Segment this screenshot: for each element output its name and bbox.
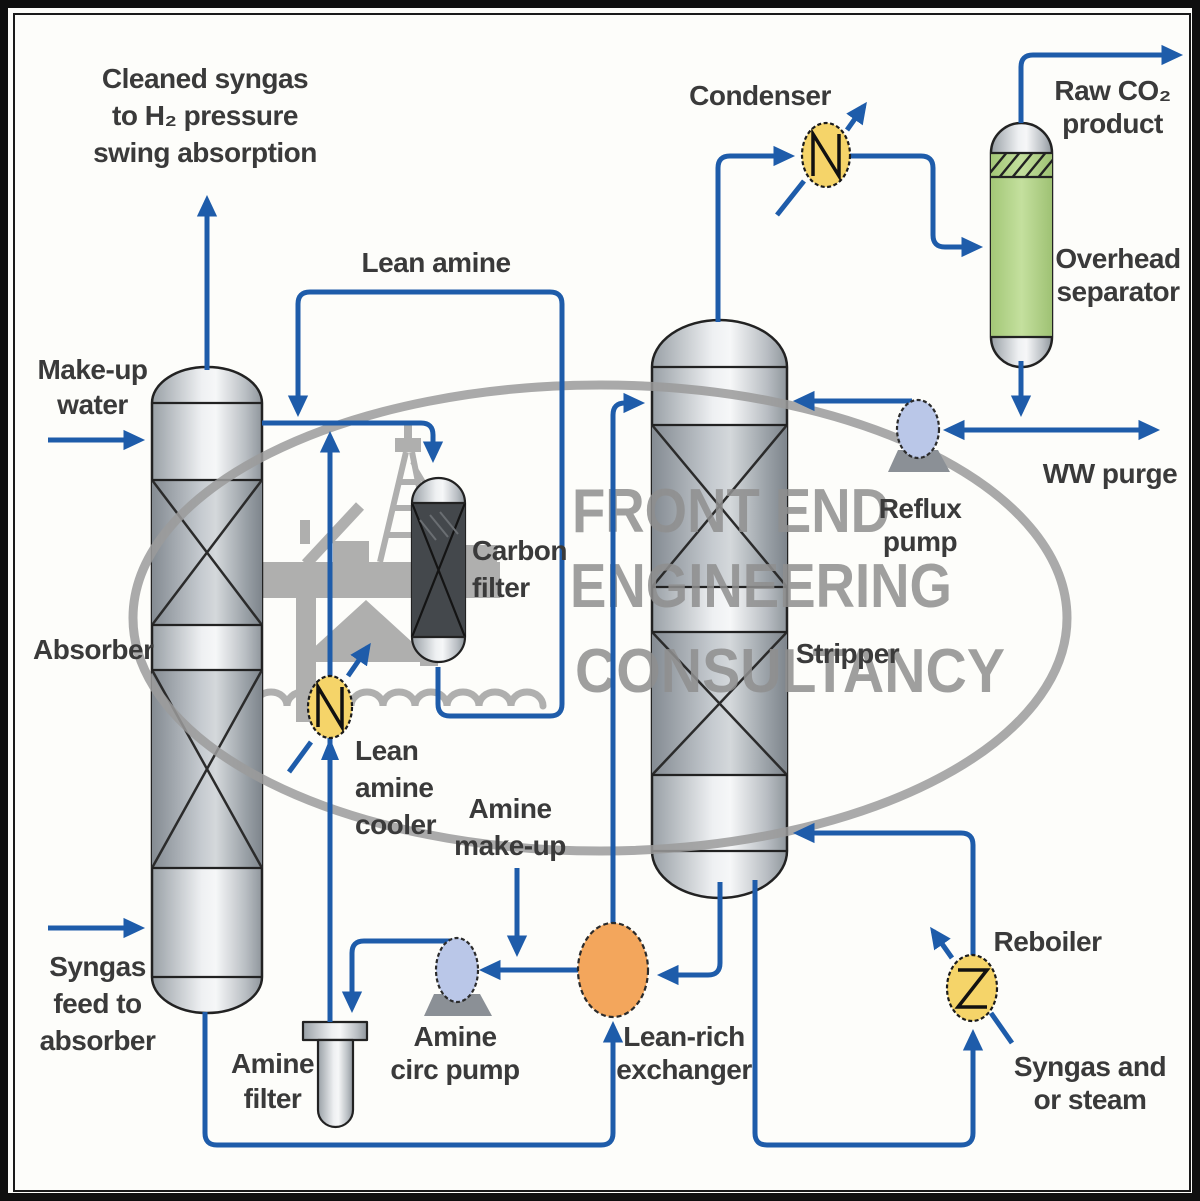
piping bbox=[48, 44, 1184, 1148]
rig-superstructure bbox=[333, 541, 369, 564]
absorber-vessel bbox=[150, 365, 264, 1015]
pipe-condenser-outlet bbox=[850, 153, 984, 258]
watermark-text-3: CONSULTANCY bbox=[575, 637, 1005, 706]
label-reflux-pump: Reflux pump bbox=[878, 493, 962, 557]
label-lean-amine: Lean amine bbox=[361, 247, 511, 278]
carbon-filter-lines bbox=[412, 501, 465, 639]
pipe-cooler-utility-out bbox=[345, 642, 371, 678]
amine-circ-pump-shape bbox=[424, 936, 492, 1016]
watermark-text-2: ENGINEERING bbox=[570, 552, 952, 621]
pipe-rich-amine bbox=[202, 1012, 624, 1148]
stripper-packing-x bbox=[651, 424, 788, 776]
carbon-filter-hatch bbox=[419, 511, 459, 541]
label-amine-filter: Amine filter bbox=[230, 1048, 315, 1114]
pipe-to-reboiler bbox=[752, 880, 984, 1148]
pipe-lean-to-exchanger bbox=[656, 882, 723, 986]
pipe-reboiler-utility-in bbox=[988, 1011, 1015, 1045]
pipe-reboiler-utility-out bbox=[930, 926, 955, 960]
stripper-vessel bbox=[650, 318, 789, 900]
pipe-condenser-utility-out bbox=[844, 101, 867, 132]
label-raw-co2: Raw CO₂ product bbox=[1054, 75, 1171, 139]
label-lean-amine-cooler: Lean amine cooler bbox=[355, 735, 437, 840]
label-absorber: Absorber bbox=[33, 634, 154, 665]
label-stripper: Stripper bbox=[795, 638, 900, 669]
pipe-cooler-utility-in bbox=[286, 740, 314, 774]
label-cleaned-syngas: Cleaned syngas to H₂ pressure swing abso… bbox=[93, 63, 317, 168]
rig-crown-block bbox=[395, 438, 421, 452]
amine-filter-vessel bbox=[301, 1020, 369, 1129]
label-overhead-separator: Overhead separator bbox=[1055, 243, 1181, 307]
separator-demister-hatch bbox=[991, 153, 1052, 177]
separator-liquid bbox=[991, 177, 1052, 337]
pipe-stripper-overhead bbox=[715, 145, 796, 322]
flow-arrow-riser bbox=[321, 738, 339, 760]
condenser-symbol bbox=[811, 127, 841, 183]
carbon-filter-x bbox=[410, 502, 467, 638]
rig-crane-boom bbox=[301, 502, 365, 568]
label-amine-circ-pump: Amine circ pump bbox=[390, 1021, 520, 1085]
label-syngas-steam: Syngas and or steam bbox=[1013, 1051, 1167, 1115]
label-lean-rich-exchanger: Lean-rich exchanger bbox=[616, 1021, 752, 1085]
carbon-filter-vessel bbox=[410, 476, 467, 664]
reboiler-exchanger bbox=[945, 953, 999, 1023]
vessels bbox=[150, 121, 1054, 1129]
overhead-separator-vessel bbox=[989, 121, 1054, 369]
stripper-section-lines bbox=[652, 365, 787, 853]
pipe-rich-to-stripper bbox=[610, 392, 646, 923]
label-reboiler: Reboiler bbox=[993, 926, 1102, 957]
cooler-symbol bbox=[316, 680, 344, 734]
absorber-packing-x bbox=[150, 479, 264, 869]
equipment bbox=[306, 121, 999, 1023]
separator-lines bbox=[991, 151, 1052, 339]
reflux-pump-shape bbox=[888, 398, 950, 472]
label-condenser: Condenser bbox=[689, 80, 831, 111]
lean-rich-exchanger-shape bbox=[576, 921, 650, 1019]
rig-waves bbox=[251, 688, 547, 710]
absorber-section-lines bbox=[152, 401, 262, 979]
pump-base bbox=[888, 450, 950, 472]
pump-base bbox=[424, 994, 492, 1016]
pipe-absorber-lean-header bbox=[262, 420, 444, 464]
condenser-exchanger bbox=[800, 121, 852, 189]
pipe-carbon-filter-loop bbox=[287, 289, 565, 719]
rig-mast-top bbox=[404, 424, 412, 439]
label-ww-purge: WW purge bbox=[1042, 458, 1178, 489]
watermark-ellipse bbox=[128, 380, 1072, 856]
pipe-condenser-utility-in bbox=[775, 179, 806, 217]
pipe-pump-discharge bbox=[341, 938, 457, 1014]
pipe-raw-co2 bbox=[1018, 44, 1184, 123]
label-syngas-feed: Syngas feed to absorber bbox=[39, 951, 156, 1056]
label-carbon-filter: Carbon filter bbox=[472, 535, 568, 603]
label-amine-makeup: Amine make-up bbox=[454, 793, 566, 861]
rig-stack bbox=[300, 520, 310, 544]
reboiler-symbol bbox=[954, 968, 991, 1009]
pipe-reboiler-return bbox=[792, 822, 976, 955]
label-makeup-water: Make-up water bbox=[37, 354, 148, 420]
lean-amine-cooler-exchanger bbox=[306, 674, 354, 740]
watermark-text-1: FRONT END bbox=[572, 477, 890, 546]
watermark-overlay: FRONT END ENGINEERING CONSULTANCY bbox=[128, 380, 1072, 856]
